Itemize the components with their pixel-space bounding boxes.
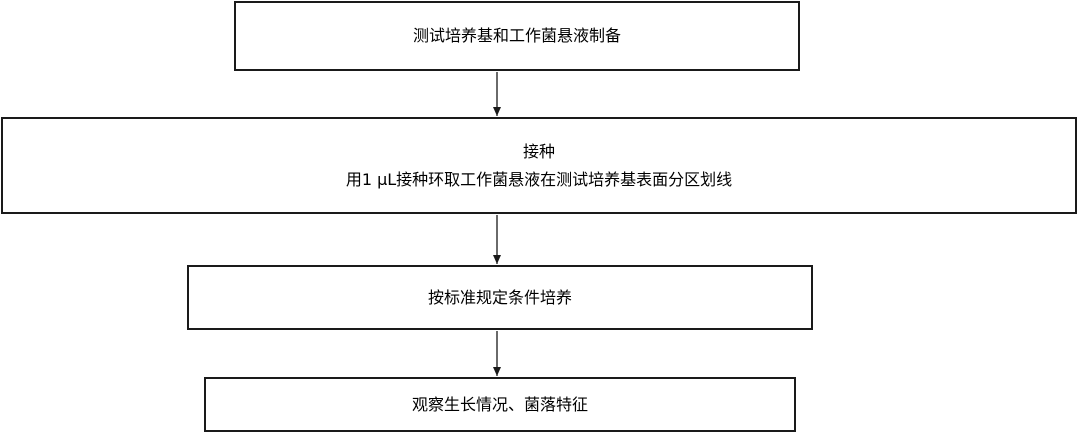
step-box-preparation: 测试培养基和工作菌悬液制备 (234, 1, 800, 71)
step-box-incubation: 按标准规定条件培养 (187, 265, 813, 330)
step-title-inoculation: 接种 (522, 141, 555, 161)
step-text-incubation: 按标准规定条件培养 (427, 287, 572, 307)
step-text-observation: 观察生长情况、菌落特征 (411, 394, 588, 414)
step-box-inoculation: 接种 用1 μL接种环取工作菌悬液在测试培养基表面分区划线 (1, 117, 1077, 214)
step-box-observation: 观察生长情况、菌落特征 (204, 377, 796, 432)
step-text-inoculation: 用1 μL接种环取工作菌悬液在测试培养基表面分区划线 (345, 169, 733, 189)
step-text-preparation: 测试培养基和工作菌悬液制备 (412, 26, 621, 45)
